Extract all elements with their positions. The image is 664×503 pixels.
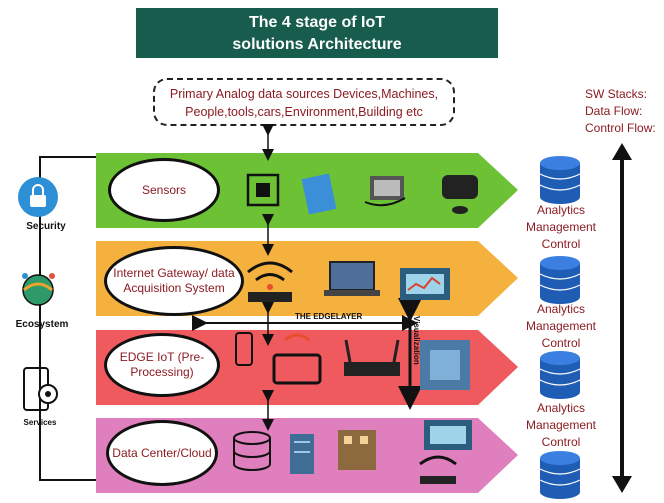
stage-label-edge: EDGE IoT (Pre-Processing) — [104, 333, 220, 397]
wifi-router-icon — [419, 455, 457, 484]
ecosystem-label: Ecosystem — [15, 319, 69, 330]
database-icon — [539, 351, 581, 399]
services-label: Services — [23, 418, 57, 427]
security-label: Security — [26, 221, 66, 232]
sources-line-2: People,tools,cars,Environment,Building e… — [185, 105, 423, 119]
database-icon — [539, 256, 581, 304]
diagram-title: The 4 stage of IoT solutions Architectur… — [136, 8, 498, 58]
building-icon — [338, 430, 376, 470]
analytics-label: Analytics Management Control — [525, 401, 597, 449]
database-icon — [539, 156, 581, 204]
edgelayer-label: THE EDGELAYER — [295, 312, 363, 321]
server-icon — [290, 434, 314, 474]
database-storage-icon — [233, 431, 271, 471]
database-icon — [539, 451, 581, 499]
stage-label-gateway: Internet Gateway/ data Acquisition Syste… — [104, 246, 244, 316]
smart-card-icon — [301, 173, 337, 215]
stage-label-sensors: Sensors — [108, 158, 220, 222]
services-gear-icon — [23, 367, 58, 411]
sw-legend: SW Stacks: Data Flow: Control Flow: — [585, 87, 656, 135]
title-line-2: solutions Architecture — [232, 36, 402, 53]
chip-icon — [246, 173, 280, 207]
stage-label-cloud: Data Center/Cloud — [106, 420, 218, 486]
side-bracket — [39, 156, 96, 481]
cloud-dashboard-icon — [424, 420, 472, 450]
sensor-device-icon — [364, 176, 406, 207]
title-line-1: The 4 stage of IoT — [248, 14, 385, 31]
monitor-icon — [272, 333, 322, 385]
server-rack-icon — [420, 340, 470, 390]
vr-headset-icon — [442, 175, 478, 214]
analytics-label: Analytics Management Control — [525, 203, 597, 251]
analytics-dashboard-icon — [400, 268, 450, 300]
ecosystem-globe-icon — [22, 273, 55, 306]
visualization-label: Visualization — [412, 316, 421, 365]
analytics-label: Analytics Management Control — [525, 302, 597, 350]
smartphone-icon — [235, 332, 253, 366]
data-sources-box: Primary Analog data sources Devices,Mach… — [153, 78, 455, 126]
sources-line-1: Primary Analog data sources Devices,Mach… — [169, 87, 439, 101]
router-icon — [344, 339, 400, 376]
laptop-icon — [324, 261, 380, 296]
control-flow-arrowhead-bottom — [612, 476, 632, 493]
wifi-router-icon — [247, 261, 293, 302]
security-lock-icon — [18, 177, 58, 217]
control-flow-arrowhead-top — [612, 143, 632, 160]
